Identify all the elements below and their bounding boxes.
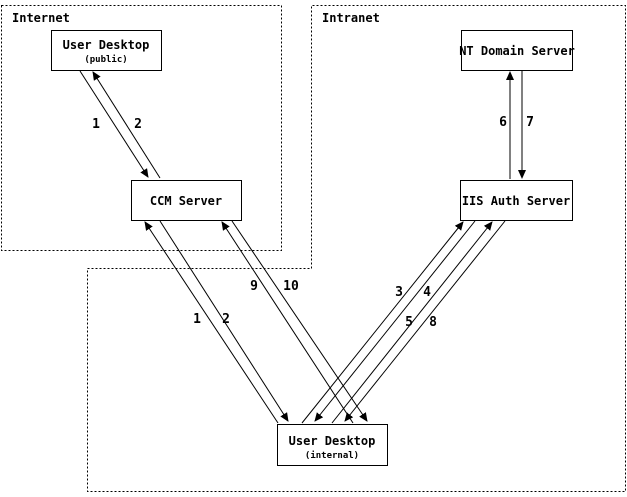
node-iis-auth-server-label: IIS Auth Server — [462, 194, 570, 208]
flow-label-9: 9 — [250, 279, 258, 294]
intranet-zone-label: Intranet — [322, 11, 380, 25]
flow-label-5: 5 — [405, 315, 413, 330]
node-ccm-server-label: CCM Server — [150, 194, 222, 208]
arrow-1-public-to-ccm — [79, 70, 149, 178]
internet-zone-label: Internet — [12, 11, 70, 25]
arrow-5-internal-to-iis — [331, 221, 493, 424]
node-user-desktop-internal-box — [277, 424, 388, 466]
arrow-8-iis-to-internal — [344, 220, 506, 422]
node-user-desktop-internal-label: User Desktop — [289, 434, 376, 448]
node-nt-domain-server-label: NT Domain Server — [459, 44, 575, 58]
arrow-3-internal-to-iis — [301, 221, 464, 424]
flow-label-2a: 2 — [134, 117, 142, 132]
flow-label-2b: 2 — [222, 312, 230, 327]
flow-iis-internal: 3 4 5 8 — [301, 220, 506, 424]
node-user-desktop-public-sublabel: (public) — [84, 54, 127, 65]
flow-label-6: 6 — [499, 115, 507, 130]
intranet-zone-border — [87, 5, 626, 492]
arrow-10-ccm-to-internal — [231, 220, 368, 422]
node-user-desktop-public: User Desktop (public) — [51, 30, 162, 71]
flow-label-1a: 1 — [92, 117, 100, 132]
node-iis-auth-server: IIS Auth Server — [460, 180, 573, 221]
node-nt-domain-server: NT Domain Server — [459, 30, 575, 71]
node-nt-domain-server-box — [461, 30, 573, 71]
flow-label-3: 3 — [395, 285, 403, 300]
node-ccm-server: CCM Server — [131, 180, 242, 221]
flow-nt-iis: 6 7 — [499, 71, 534, 179]
node-user-desktop-internal-sublabel: (internal) — [305, 450, 359, 461]
flow-ccm-internal-a: 1 2 — [144, 220, 289, 424]
internet-zone-border — [1, 5, 282, 251]
node-user-desktop-public-box — [51, 30, 162, 71]
flow-label-4: 4 — [423, 285, 431, 300]
flow-label-10: 10 — [283, 279, 299, 294]
node-user-desktop-public-label: User Desktop — [63, 38, 150, 52]
flow-ccm-internal-b: 9 10 — [221, 220, 368, 424]
arrow-9-internal-to-ccm — [221, 221, 354, 424]
arrow-4-iis-to-internal — [314, 220, 476, 422]
arrow-2-ccm-to-internal — [159, 220, 289, 422]
node-iis-auth-server-box — [460, 180, 573, 221]
node-user-desktop-internal: User Desktop (internal) — [277, 424, 388, 466]
arrow-1-internal-to-ccm — [144, 221, 279, 424]
flow-label-7: 7 — [526, 115, 534, 130]
flow-label-1b: 1 — [193, 312, 201, 327]
flow-label-8: 8 — [429, 315, 437, 330]
arrow-2-ccm-to-public — [92, 71, 161, 179]
flow-public-ccm: 1 2 — [79, 70, 161, 179]
node-ccm-server-box — [131, 180, 242, 221]
